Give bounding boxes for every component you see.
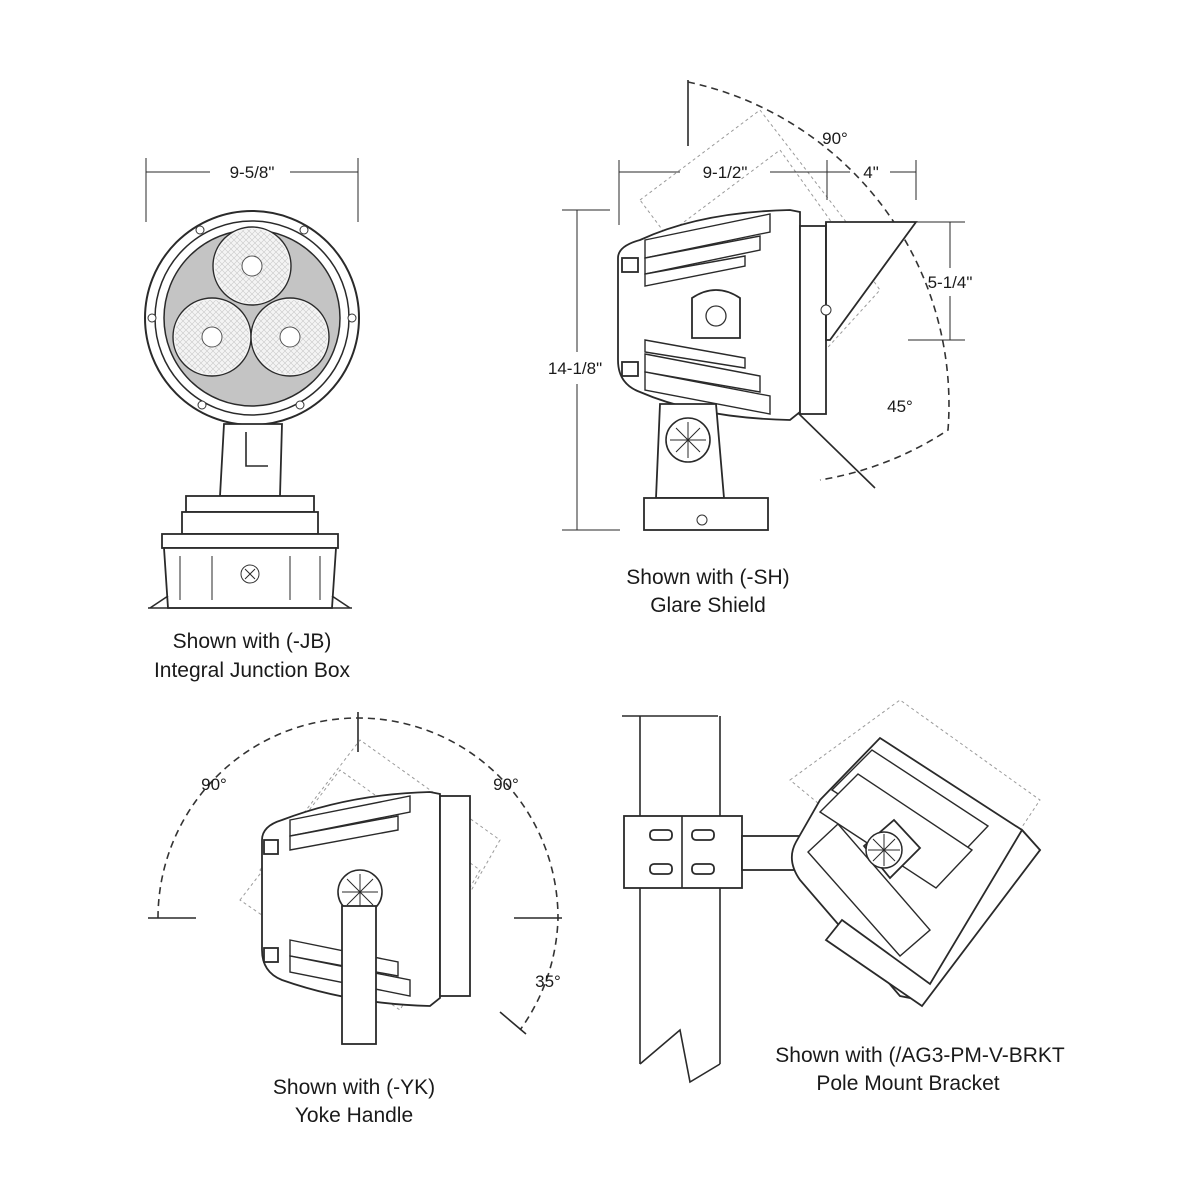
side-depth-dimension: 9-1/2" 4" [618, 160, 917, 225]
yoke-angle-left-label: 90° [201, 775, 227, 794]
pole-caption-line2: Pole Mount Bracket [816, 1072, 999, 1095]
side-shield-height-dimension: 5-1/4" [908, 221, 973, 341]
glare-shield [820, 221, 918, 341]
junction-box [148, 495, 352, 609]
front-lamp-head [144, 210, 360, 426]
side-shield-depth-label: 4" [863, 163, 879, 182]
side-angle-down-label: 45° [887, 397, 913, 416]
side-caption-line1: Shown with (-SH) [626, 566, 789, 589]
yoke-angle-right-label: 90° [493, 775, 519, 794]
side-height-dimension: 14-1/8" [548, 209, 620, 531]
side-knuckle-base [643, 403, 769, 531]
yoke-view: 90° 90° 35° Shown with (-YK) Yoke Handle [148, 712, 562, 1127]
side-shield-height-label: 5-1/4" [928, 273, 973, 292]
side-caption-line2: Glare Shield [650, 594, 766, 617]
side-depth-label: 9-1/2" [703, 163, 748, 182]
yoke-caption-line1: Shown with (-YK) [273, 1076, 435, 1099]
front-caption-line2: Integral Junction Box [154, 659, 351, 682]
side-view: 90° 45° 9-1/2" 4" 14-1/8" 5 [548, 80, 973, 617]
front-view: 9-5/8" [144, 158, 360, 682]
front-width-dimension: 9-5/8" [145, 158, 359, 222]
pole-caption-line1: Shown with (/AG3-PM-V-BRKT [775, 1044, 1065, 1067]
led-optic-left [172, 297, 252, 377]
led-optic-top [212, 226, 292, 306]
pole [622, 715, 721, 1084]
front-caption-line1: Shown with (-JB) [173, 630, 332, 653]
pole-lamp-body [789, 699, 1042, 1008]
yoke-handle [337, 869, 383, 1045]
yoke-angle-down-label: 35° [535, 972, 561, 991]
side-height-label: 14-1/8" [548, 359, 602, 378]
side-angle-up-label: 90° [822, 129, 848, 148]
yoke-caption-line2: Yoke Handle [295, 1104, 413, 1127]
front-width-label: 9-5/8" [230, 163, 275, 182]
pole-view: Shown with (/AG3-PM-V-BRKT Pole Mount Br… [622, 699, 1065, 1095]
pole-clamp [623, 815, 743, 889]
led-optic-right [250, 297, 330, 377]
side-lamp-body [617, 209, 827, 421]
front-stem [219, 423, 283, 497]
